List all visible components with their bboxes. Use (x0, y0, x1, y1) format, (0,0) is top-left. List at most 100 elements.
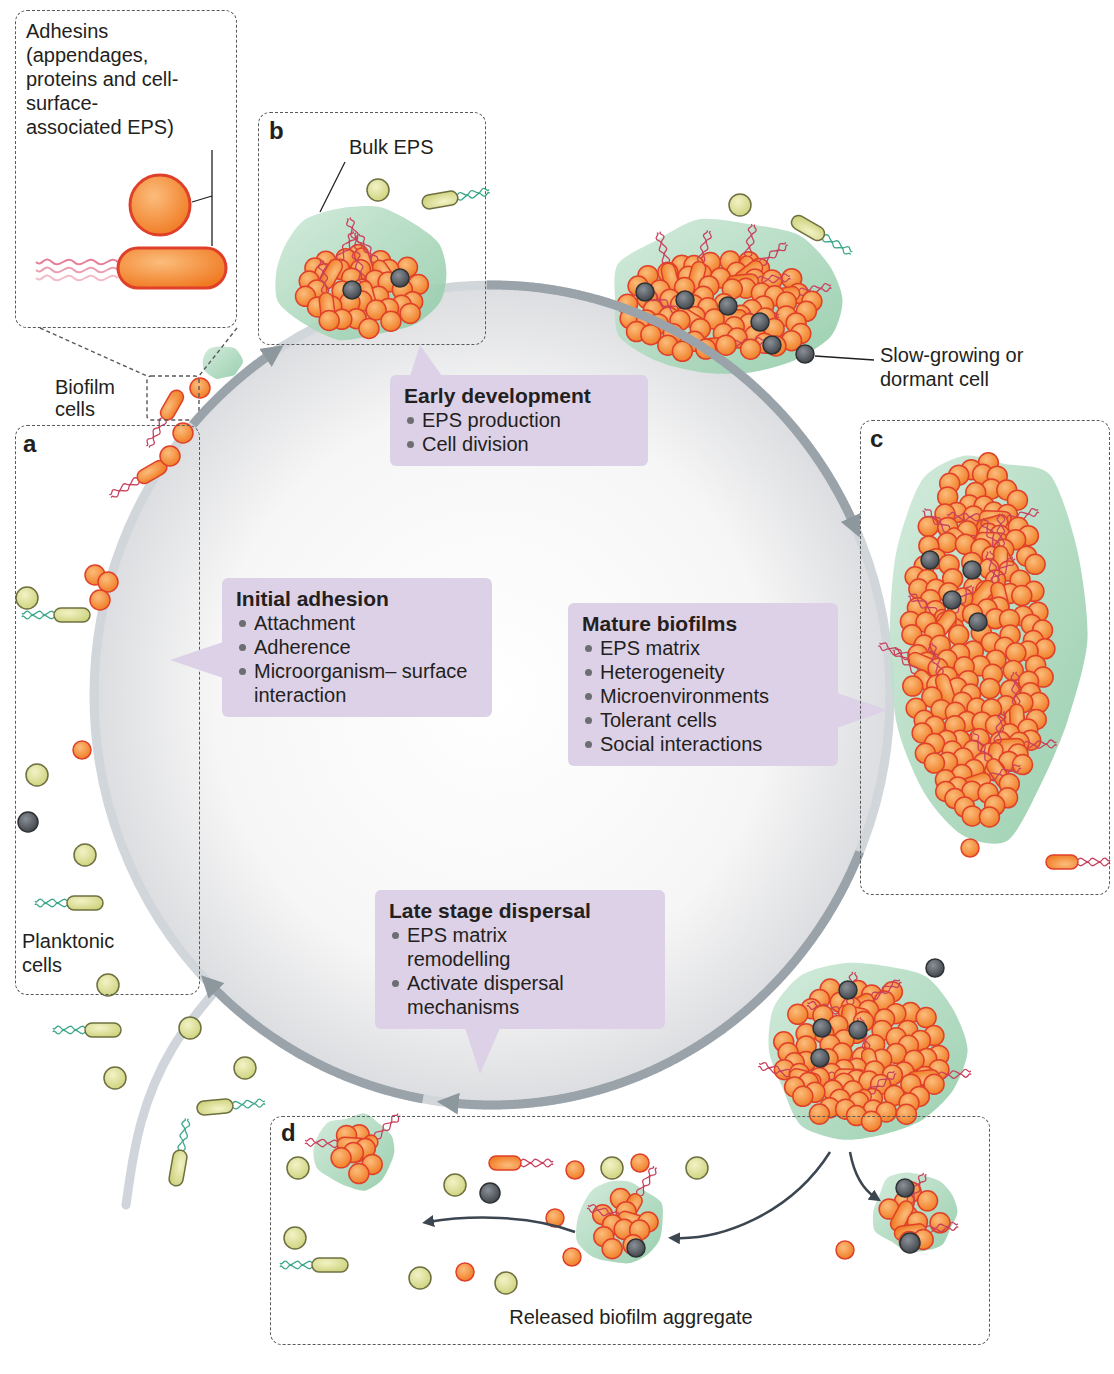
planktonic-coccus (495, 1272, 517, 1294)
bullet-text: Attachment (254, 611, 478, 635)
planktonic-coccus (444, 1174, 466, 1196)
callout-pointer-shape (410, 345, 442, 376)
flagellum (997, 711, 1006, 743)
biofilm-coccus (788, 1004, 808, 1024)
zoom-line (40, 328, 147, 376)
biofilm-coccus (903, 676, 923, 696)
flagellum (521, 1163, 553, 1167)
flagellum (759, 1061, 791, 1073)
planktonic-rod (35, 896, 103, 910)
callout-heading: Late stage dispersal (389, 898, 651, 923)
callout-heading: Mature biofilms (582, 611, 824, 636)
flagellum (305, 1142, 337, 1148)
biofilm-coccus (602, 1239, 622, 1259)
flagellum (36, 275, 118, 280)
flagellum (1078, 858, 1110, 862)
closeup-box: Adhesins (appendages, proteins and cell-… (15, 10, 237, 328)
planktonic-coccus (26, 764, 48, 786)
flagellum (701, 231, 713, 263)
dormant-cell (751, 313, 769, 331)
zoom-line (199, 328, 237, 376)
biofilm-coccus (73, 741, 91, 759)
planktonic-coccus (16, 587, 38, 609)
bullet-dot (585, 693, 592, 700)
planktonic-coccus (284, 1227, 306, 1249)
bullet-dot (585, 741, 592, 748)
flagellum (939, 1069, 971, 1076)
rod-body (789, 213, 827, 243)
flagellum (1015, 672, 1020, 704)
flagellum (111, 480, 141, 499)
bullet-row: EPS matrix (582, 636, 824, 660)
flagellum (233, 1103, 265, 1109)
planktonic-coccus (97, 974, 119, 996)
flagellum (1011, 672, 1016, 704)
bullet-dot (239, 644, 246, 651)
flagellum (759, 241, 787, 263)
biofilm-coccus (980, 678, 1000, 698)
bullet-dot (392, 932, 399, 939)
stage-callout: Early developmentEPS productionCell divi… (390, 375, 648, 466)
biofilm-aggregate (757, 959, 972, 1140)
flagellum (358, 233, 379, 262)
biofilm-coccus (741, 339, 761, 359)
biofilm-aggregate (576, 1164, 663, 1264)
callout-heading-row: Initial adhesion (236, 586, 478, 611)
cycle-disc (94, 285, 890, 1105)
panel-text: Bulk EPS (349, 135, 433, 159)
stage-panel: c (860, 420, 1110, 895)
eps-matrix (614, 219, 842, 374)
rod-body (312, 1258, 348, 1272)
planktonic-cells (16, 179, 1110, 1294)
planktonic-coccus (367, 179, 389, 201)
bullet-row: Microenvironments (582, 684, 824, 708)
stage-panel: bBulk EPS (258, 112, 486, 345)
dormant-cell (636, 283, 654, 301)
biofilm-coccus (918, 516, 938, 536)
flagellum (53, 1026, 85, 1030)
biofilm-coccus (173, 423, 193, 443)
flagellum (53, 1030, 85, 1034)
dormant-cell (900, 1233, 920, 1253)
rod-body (421, 190, 459, 210)
eps-matrix (313, 1113, 394, 1190)
cycle-ring (94, 285, 890, 1105)
flagellum (990, 555, 1014, 582)
eps-matrix (768, 963, 967, 1140)
biofilm-coccus (916, 1008, 936, 1028)
flagellum (909, 592, 938, 613)
flagellum (177, 1118, 186, 1150)
rod-body (158, 388, 186, 423)
bullet-dot (239, 668, 246, 675)
stage-callout: Initial adhesionAttachmentAdherenceMicro… (222, 578, 492, 717)
bullet-row: Adherence (236, 635, 478, 659)
text-slot: Released biofilm aggregate (509, 1305, 753, 1329)
environment-arrow-tail (126, 990, 216, 1205)
callout-pointer (390, 375, 391, 376)
panel-letter: a (23, 430, 36, 458)
biofilm-rod (1046, 855, 1110, 869)
flagellum (894, 646, 919, 672)
planktonic-coccus (686, 1157, 708, 1179)
dormant-cell (926, 959, 944, 977)
text-slot: a (23, 430, 36, 458)
callout-heading: Early development (404, 383, 634, 408)
planktonic-rod (196, 1096, 265, 1116)
dormant-cell (811, 1049, 829, 1067)
biofilm-aggregate (876, 453, 1087, 844)
flagellum (280, 1265, 312, 1269)
flagellum (979, 519, 997, 549)
flagellum (35, 903, 67, 907)
callout-pointer (222, 578, 223, 579)
bullet-text: Social interactions (600, 732, 824, 756)
flagellum (761, 244, 789, 266)
flagellum (22, 615, 54, 619)
dispersal-arrow (428, 1218, 575, 1232)
planktonic-coccus (179, 1017, 201, 1039)
bullet-dot (585, 717, 592, 724)
flagellum (921, 510, 948, 533)
planktonic-rod (789, 213, 855, 259)
text-slot: Slow-growing or dormant cell (880, 343, 1025, 391)
